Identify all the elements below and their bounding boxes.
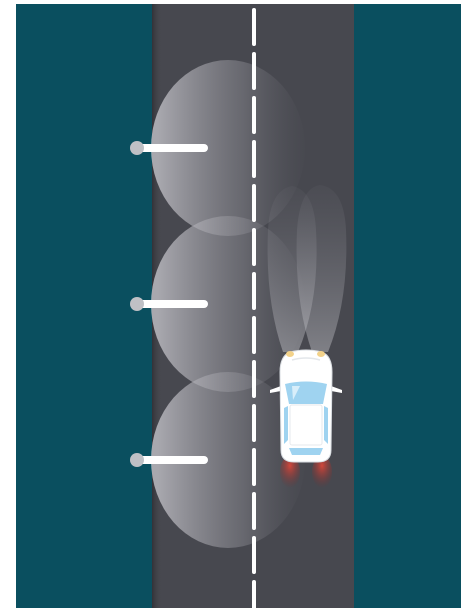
headlight-beams	[268, 185, 347, 352]
roadside-right	[354, 4, 461, 608]
headlight	[286, 351, 294, 357]
headlight	[317, 351, 325, 357]
car-icon	[270, 350, 342, 462]
